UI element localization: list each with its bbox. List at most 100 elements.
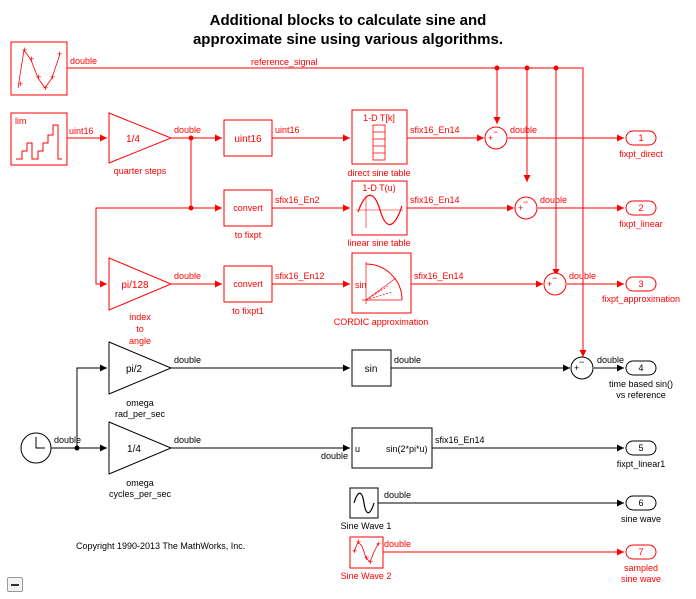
convert-to-fixpt1-block[interactable]: convert [223,265,273,303]
black-junction-dot [74,445,80,451]
svg-text:+: + [376,539,381,549]
pi-128-label-angle: angle [129,336,151,346]
svg-text:5: 5 [638,443,643,453]
label-sum1-double: double [510,125,537,135]
cycles-gain-label-omega: omega [126,478,154,488]
outport-4[interactable]: 4 [625,360,657,376]
label-sw2-double: double [384,539,411,549]
label-linear-sfix: sfix16_En14 [410,195,460,205]
quarter-steps-text: 1/4 [126,134,140,145]
cycles-gain-text: 1/4 [127,444,141,455]
sine-wave-2-label: Sine Wave 2 [341,571,392,581]
sin-2-pi-u-port: u [355,444,360,454]
outport-6[interactable]: 6 [625,495,657,511]
label-pi128-double: double [174,271,201,281]
svg-text:−: − [579,357,584,367]
sin-2-pi-u-block[interactable]: u sin(2*pi*u) [351,427,433,469]
black-signal-lines [51,364,624,507]
convert2-text: convert [233,279,263,289]
uint16-convert-text: uint16 [234,134,262,145]
label-sum3-double: double [569,271,596,281]
svg-text:+: + [488,133,493,143]
label-ref-double: double [70,56,97,66]
svg-text:−: − [552,273,557,283]
sum-block-4[interactable]: + − [570,356,594,380]
label-conv1-sfix: sfix16_En2 [275,195,320,205]
title-line-1: Additional blocks to calculate sine and [209,12,487,29]
svg-text:+: + [22,45,27,55]
title-line-2: approximate sine using various algorithm… [192,31,504,48]
pi-128-label-to: to [136,324,144,334]
svg-text:+: + [356,537,361,547]
outport-3[interactable]: 3 [625,276,657,292]
outport-7[interactable]: 7 [625,544,657,560]
pi-2-text: pi/2 [126,364,143,375]
svg-text:7: 7 [638,547,643,557]
cordic-label: CORDIC approximation [334,317,429,327]
cycles-gain-label-cps: cycles_per_sec [109,489,172,499]
pi-128-gain-block[interactable]: pi/128 [108,257,173,311]
outport-2-label: fixpt_linear [619,219,663,229]
quarter-steps-gain-block[interactable]: 1/4 [108,112,173,164]
label-lim-uint16: uint16 [69,126,94,136]
outport-1-label: fixpt_direct [619,149,663,159]
outport-5[interactable]: 5 [625,440,657,456]
sum-block-3[interactable]: + − [543,272,567,296]
outport-1[interactable]: 1 [625,130,657,146]
label-sum4-double: double [597,355,624,365]
label-cordic-sfix: sfix16_En14 [414,271,464,281]
label-direct-sfix: sfix16_En14 [410,125,460,135]
collapse-button[interactable] [7,577,23,592]
outport-7-label-2: sine wave [621,574,661,584]
label-reference-signal: reference_signal [251,57,318,67]
label-clock-double: double [54,435,81,445]
direct-table-text: 1-D T[k] [363,113,395,123]
sine-wave-1-block[interactable] [349,487,379,519]
direct-table-label: direct sine table [347,168,410,178]
outport-5-label: fixpt_linear1 [617,459,666,469]
label-conv-uint16: uint16 [275,125,300,135]
outport-6-label: sine wave [621,514,661,524]
svg-text:+: + [29,54,34,64]
convert-to-fixpt-block[interactable]: convert [223,189,273,227]
svg-text:+: + [364,553,369,563]
sum-block-2[interactable]: + − [514,196,538,220]
uint16-convert-block[interactable]: uint16 [223,119,273,157]
repeating-sequence-block[interactable]: + + + + + + + [10,41,68,96]
pi-128-text: pi/128 [121,280,149,291]
sine-wave-2-block[interactable]: + + + + + [349,536,384,569]
convert2-label: to fixpt1 [232,306,264,316]
direct-sine-table-block[interactable]: 1-D T[k] [351,109,408,165]
red-junction-dots [188,65,559,211]
cordic-sin-text: sin [355,280,367,290]
pi-2-gain-block[interactable]: pi/2 [108,341,173,395]
svg-text:3: 3 [638,279,643,289]
lim-label: lim [15,116,27,126]
svg-text:+: + [50,72,55,82]
sin-function-text: sin [365,364,378,375]
minus-icon [11,584,19,586]
sum-block-1[interactable]: + − [484,126,508,150]
convert1-text: convert [233,203,263,213]
pi-2-label-omega: omega [126,398,154,408]
linear-sine-table-block[interactable]: 1-D T(u) [351,180,408,236]
cycles-per-sec-gain-block[interactable]: 1/4 [108,421,173,475]
label-table2-sfix: sfix16_En14 [435,435,485,445]
svg-text:2: 2 [638,203,643,213]
cordic-approximation-block[interactable]: sin [351,252,412,314]
sine-wave-1-label: Sine Wave 1 [341,521,392,531]
limited-counter-block[interactable]: lim [10,112,68,166]
red-signal-lines [67,67,624,556]
svg-text:+: + [18,79,23,89]
label-sw1-double: double [384,490,411,500]
svg-text:−: − [523,197,528,207]
outport-2[interactable]: 2 [625,200,657,216]
pi-128-label-index: index [129,312,151,322]
label-sum2-double: double [540,195,567,205]
clock-block[interactable] [20,432,52,464]
outport-4-label-1: time based sin() [609,379,673,389]
outport-7-label-1: sampled [624,563,658,573]
sin-function-block[interactable]: sin [351,349,392,387]
linear-table-text: 1-D T(u) [362,183,395,193]
